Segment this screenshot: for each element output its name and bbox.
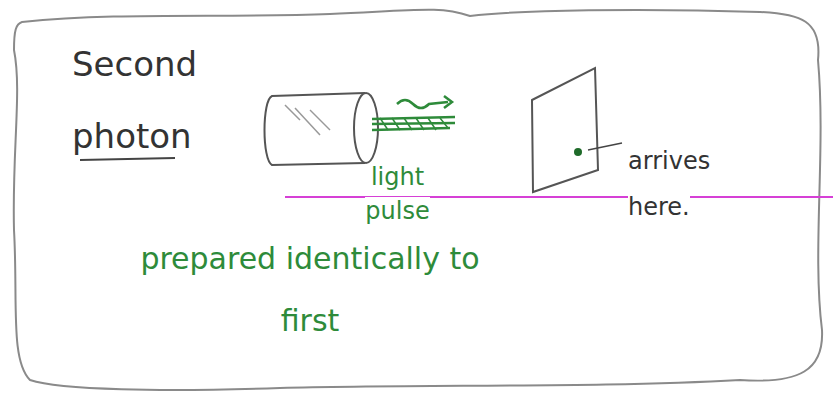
title-underline — [80, 158, 175, 160]
note-label: prepared identically to first — [130, 228, 490, 352]
leader-line — [588, 143, 622, 150]
light-source — [265, 93, 379, 165]
text-patch: arrives here. — [628, 147, 710, 221]
sketch-border — [14, 10, 822, 390]
heading: Second photon — [72, 28, 192, 172]
text-patch: light pulse — [365, 163, 429, 225]
note-label: light pulse — [350, 160, 445, 228]
screen — [532, 68, 598, 192]
arrival-dot — [574, 148, 582, 156]
note-label: arrives here. — [628, 138, 738, 230]
light-pulse-drawing — [372, 96, 455, 130]
